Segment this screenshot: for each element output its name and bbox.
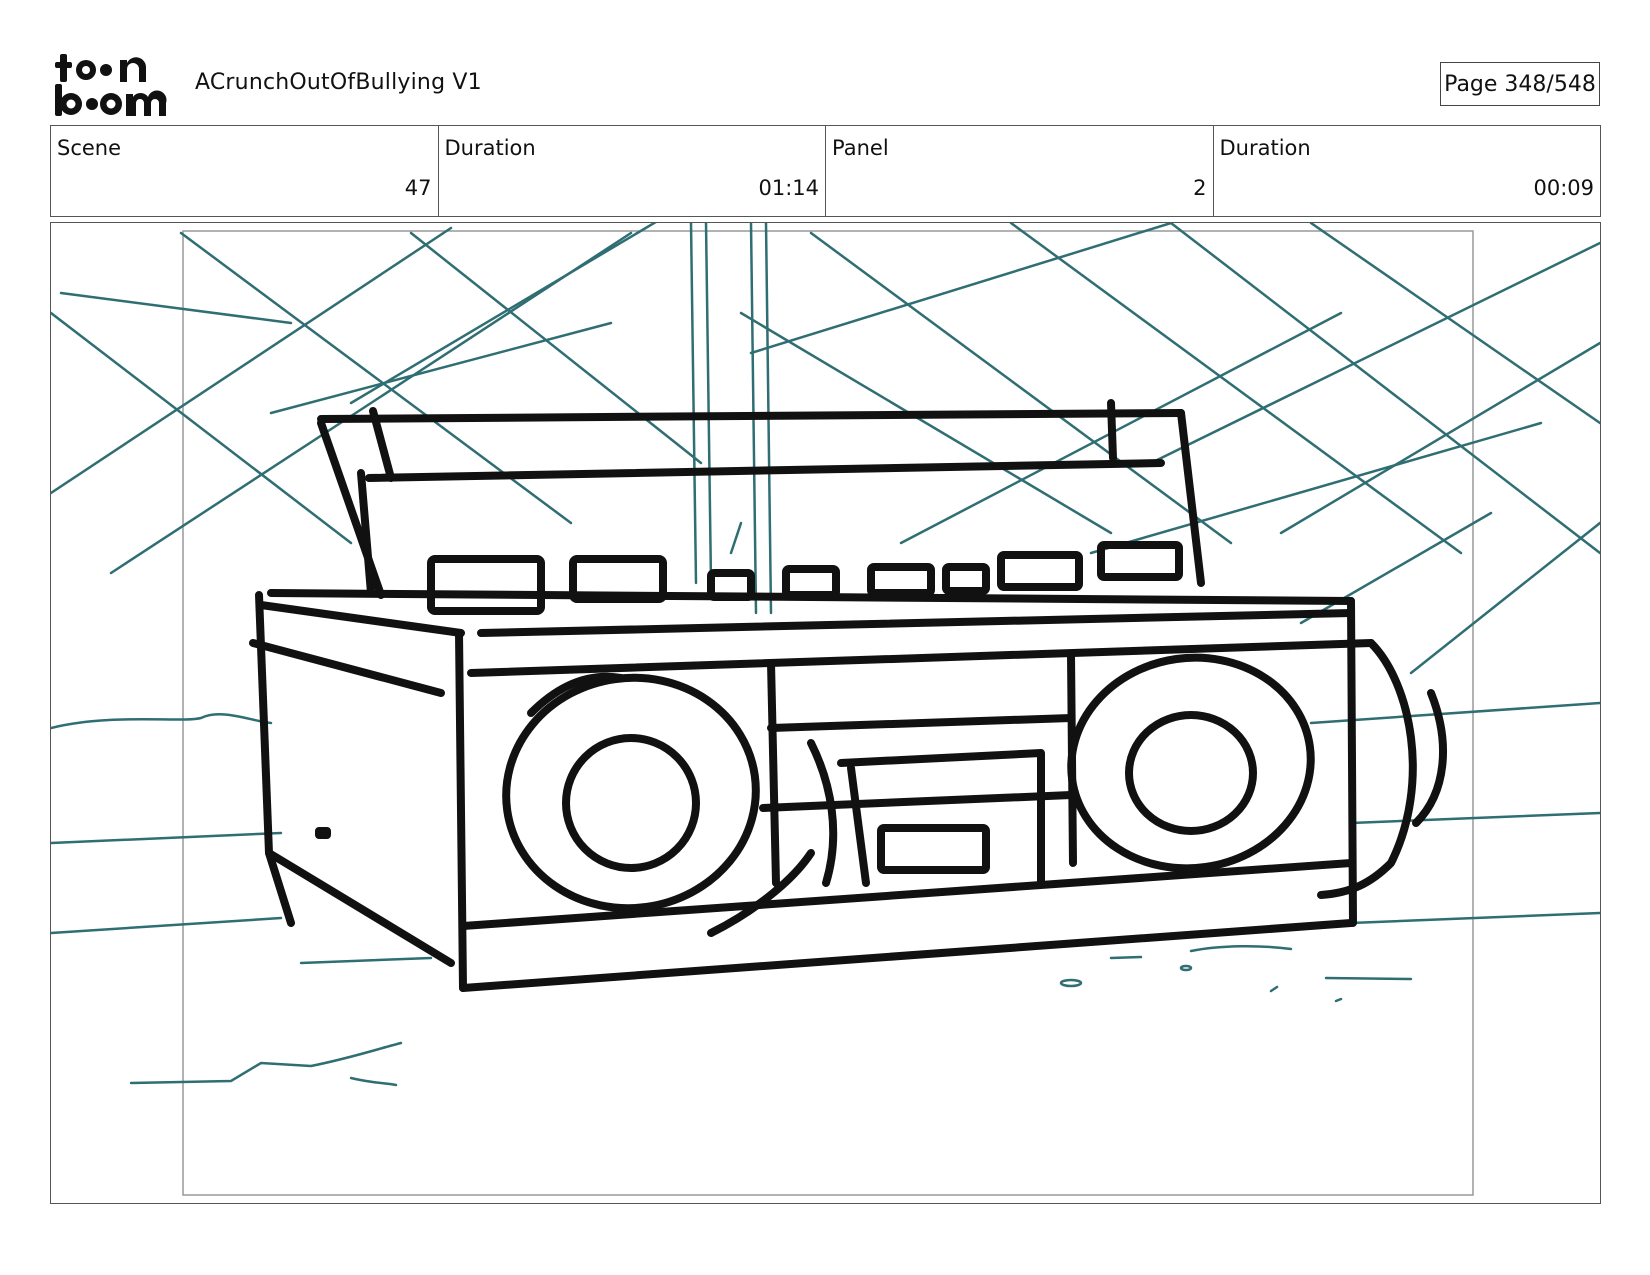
- panel-value: 2: [1193, 176, 1207, 200]
- scene-duration-cell: Duration 01:14: [439, 126, 826, 216]
- page-indicator: Page 348/548: [1440, 62, 1600, 106]
- project-title: ACrunchOutOfBullying V1: [195, 70, 482, 95]
- toonboom-logo: [54, 52, 172, 118]
- scene-value: 47: [404, 176, 432, 200]
- panel-duration-value: 00:09: [1533, 176, 1594, 200]
- panel-label: Panel: [832, 136, 889, 160]
- boombox-drawing: [249, 399, 1447, 992]
- scene-info-table: Scene 47 Duration 01:14 Panel 2 Duration…: [50, 125, 1601, 217]
- panel-duration-cell: Duration 00:09: [1214, 126, 1601, 216]
- toonboom-logo-mark: [55, 54, 167, 116]
- panel-duration-label: Duration: [1219, 136, 1311, 160]
- scene-label: Scene: [57, 136, 122, 160]
- scene-duration-label: Duration: [444, 136, 536, 160]
- boombox-sketch: [51, 223, 1600, 1196]
- scene-duration-value: 01:14: [758, 176, 819, 200]
- storyboard-panel: [50, 222, 1601, 1204]
- panel-cell: Panel 2: [826, 126, 1214, 216]
- scene-cell: Scene 47: [51, 126, 439, 216]
